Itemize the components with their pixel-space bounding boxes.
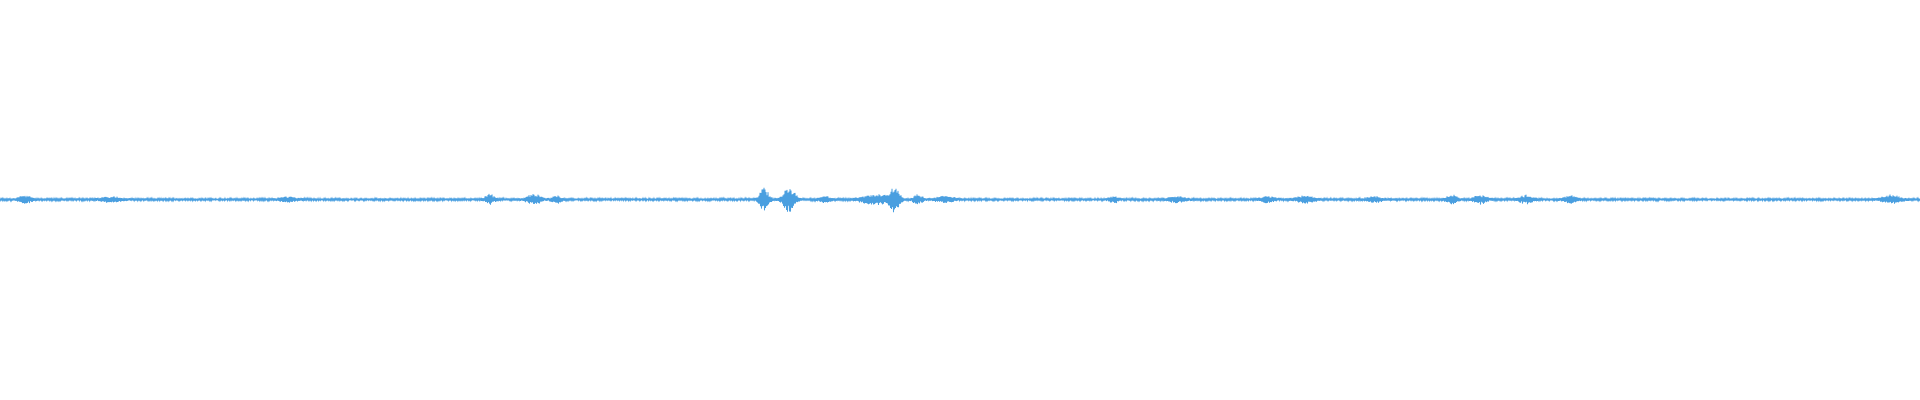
waveform-trace [0,187,1920,213]
